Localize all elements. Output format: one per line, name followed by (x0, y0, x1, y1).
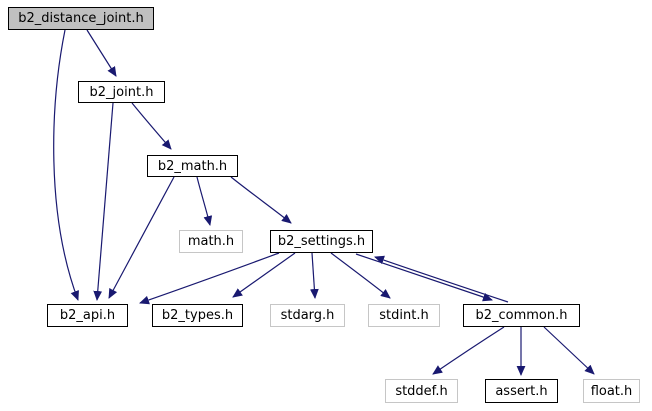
edge-math-to-api (108, 176, 175, 299)
edge-settings-to-api (139, 252, 280, 305)
node-assert-h[interactable]: assert.h (485, 379, 558, 403)
edge-math-to-settings (230, 176, 292, 224)
node-stdarg-h: stdarg.h (270, 304, 345, 327)
node-b2-joint-h[interactable]: b2_joint.h (78, 81, 165, 103)
node-stddef-h: stddef.h (385, 379, 458, 403)
edge-distance-joint-to-joint (86, 29, 117, 77)
edge-joint-to-math (131, 102, 172, 150)
edge-joint-to-api (93, 102, 114, 301)
node-b2-settings-h[interactable]: b2_settings.h (270, 230, 373, 253)
edge-common-to-settings (374, 255, 509, 303)
edge-common-to-float (543, 326, 595, 375)
node-stdint-h: stdint.h (368, 304, 440, 327)
edge-settings-to-stdarg (310, 252, 319, 299)
node-b2-math-h[interactable]: b2_math.h (147, 155, 238, 177)
node-math-h: math.h (179, 230, 243, 253)
edge-settings-to-stdint (330, 252, 391, 299)
node-float-h: float.h (583, 379, 640, 403)
node-b2-distance-joint-h: b2_distance_joint.h (8, 7, 154, 30)
node-b2-types-h[interactable]: b2_types.h (152, 304, 243, 327)
edge-common-to-stddef (432, 326, 505, 375)
node-b2-api-h[interactable]: b2_api.h (47, 304, 128, 327)
edge-math-to-math-h (196, 176, 213, 226)
edge-settings-to-types (232, 252, 296, 298)
node-b2-common-h[interactable]: b2_common.h (463, 304, 580, 327)
edge-settings-to-common (355, 253, 493, 302)
edge-distance-joint-to-api (53, 29, 79, 301)
